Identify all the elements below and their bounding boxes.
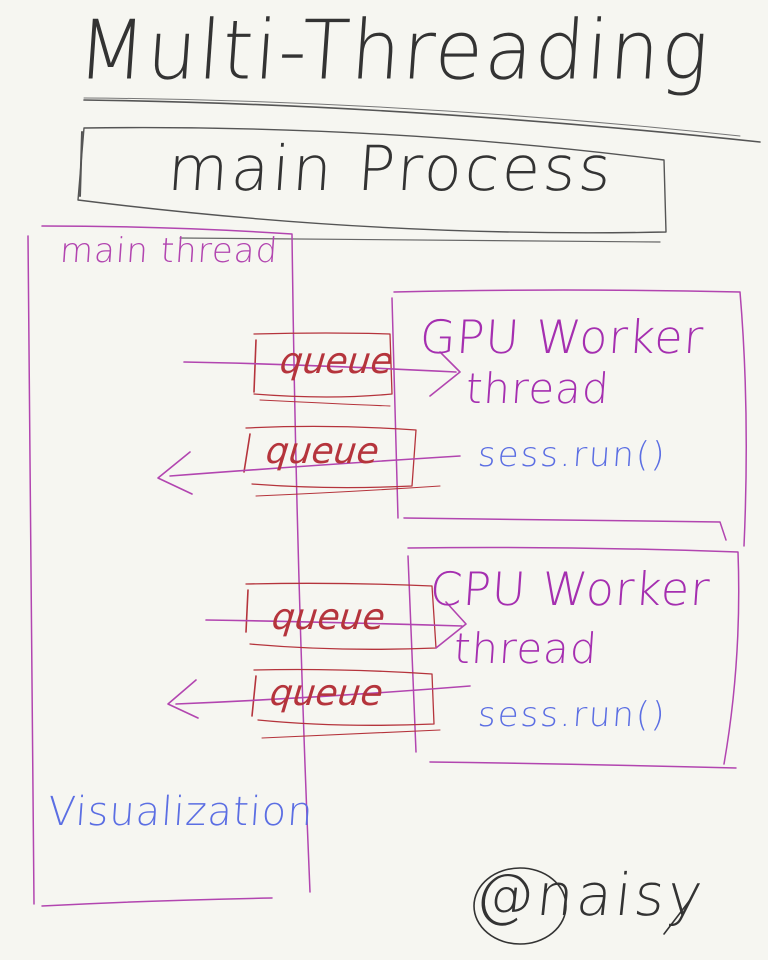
diagram-title: Multi-Threading xyxy=(74,3,714,99)
gpu-arrow-in xyxy=(183,351,461,397)
title-underline-2 xyxy=(83,97,741,137)
cpu-worker-box xyxy=(407,546,740,765)
visualization-label: Visualization xyxy=(46,789,316,835)
signature-ring xyxy=(473,867,567,945)
cpu-queue-out-label: queue xyxy=(267,673,385,714)
gpu-worker-thread-label: thread xyxy=(464,364,612,413)
cpu-arrow-out xyxy=(167,679,471,719)
title-underline xyxy=(83,99,761,143)
cpu-queue-in-label: queue xyxy=(269,597,387,638)
gpu-arrow-out xyxy=(157,451,461,495)
cpu-worker-thread-label: thread xyxy=(452,624,600,673)
cpu-queue-in-box xyxy=(245,582,437,650)
gpu-queue-out-label: queue xyxy=(263,431,381,472)
gpu-sess-run-label: sess.run() xyxy=(476,435,668,475)
cpu-arrow-in xyxy=(205,601,467,649)
main-process-box xyxy=(77,126,667,234)
main-thread-label: main thread xyxy=(58,231,280,271)
main-process-label: main Process xyxy=(165,132,617,205)
gpu-queue-in-box xyxy=(253,332,393,398)
gpu-queue-in-label: queue xyxy=(277,341,395,382)
signature: @naisy xyxy=(472,861,709,929)
cpu-sess-run-label: sess.run() xyxy=(476,695,668,735)
cpu-worker-label: CPU Worker xyxy=(428,562,713,616)
main-thread-box xyxy=(41,225,311,893)
gpu-queue-out-box xyxy=(245,425,417,489)
gpu-worker-label: GPU Worker xyxy=(418,310,706,364)
cpu-queue-out-box xyxy=(253,668,435,726)
gpu-worker-box xyxy=(393,289,747,547)
